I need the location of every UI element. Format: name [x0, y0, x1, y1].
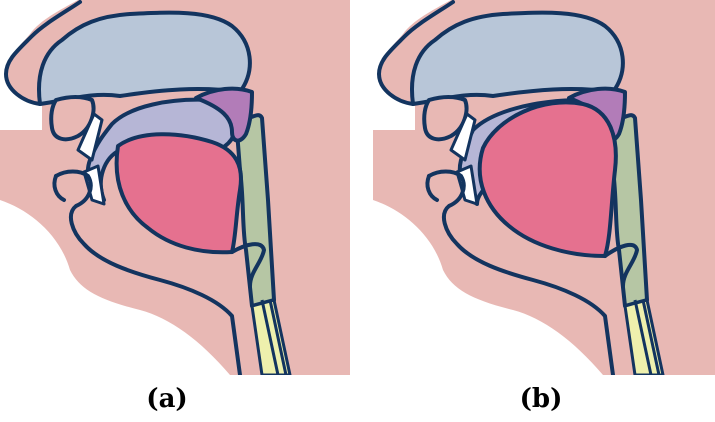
- caption-b: (b): [481, 384, 601, 414]
- caption-a: (a): [107, 384, 227, 414]
- vocal-tract-diagram-b: [373, 0, 715, 375]
- vocal-tract-svg-b: [373, 0, 715, 375]
- vocal-tract-svg-a: [0, 0, 350, 375]
- vocal-tract-diagram-a: [0, 0, 350, 375]
